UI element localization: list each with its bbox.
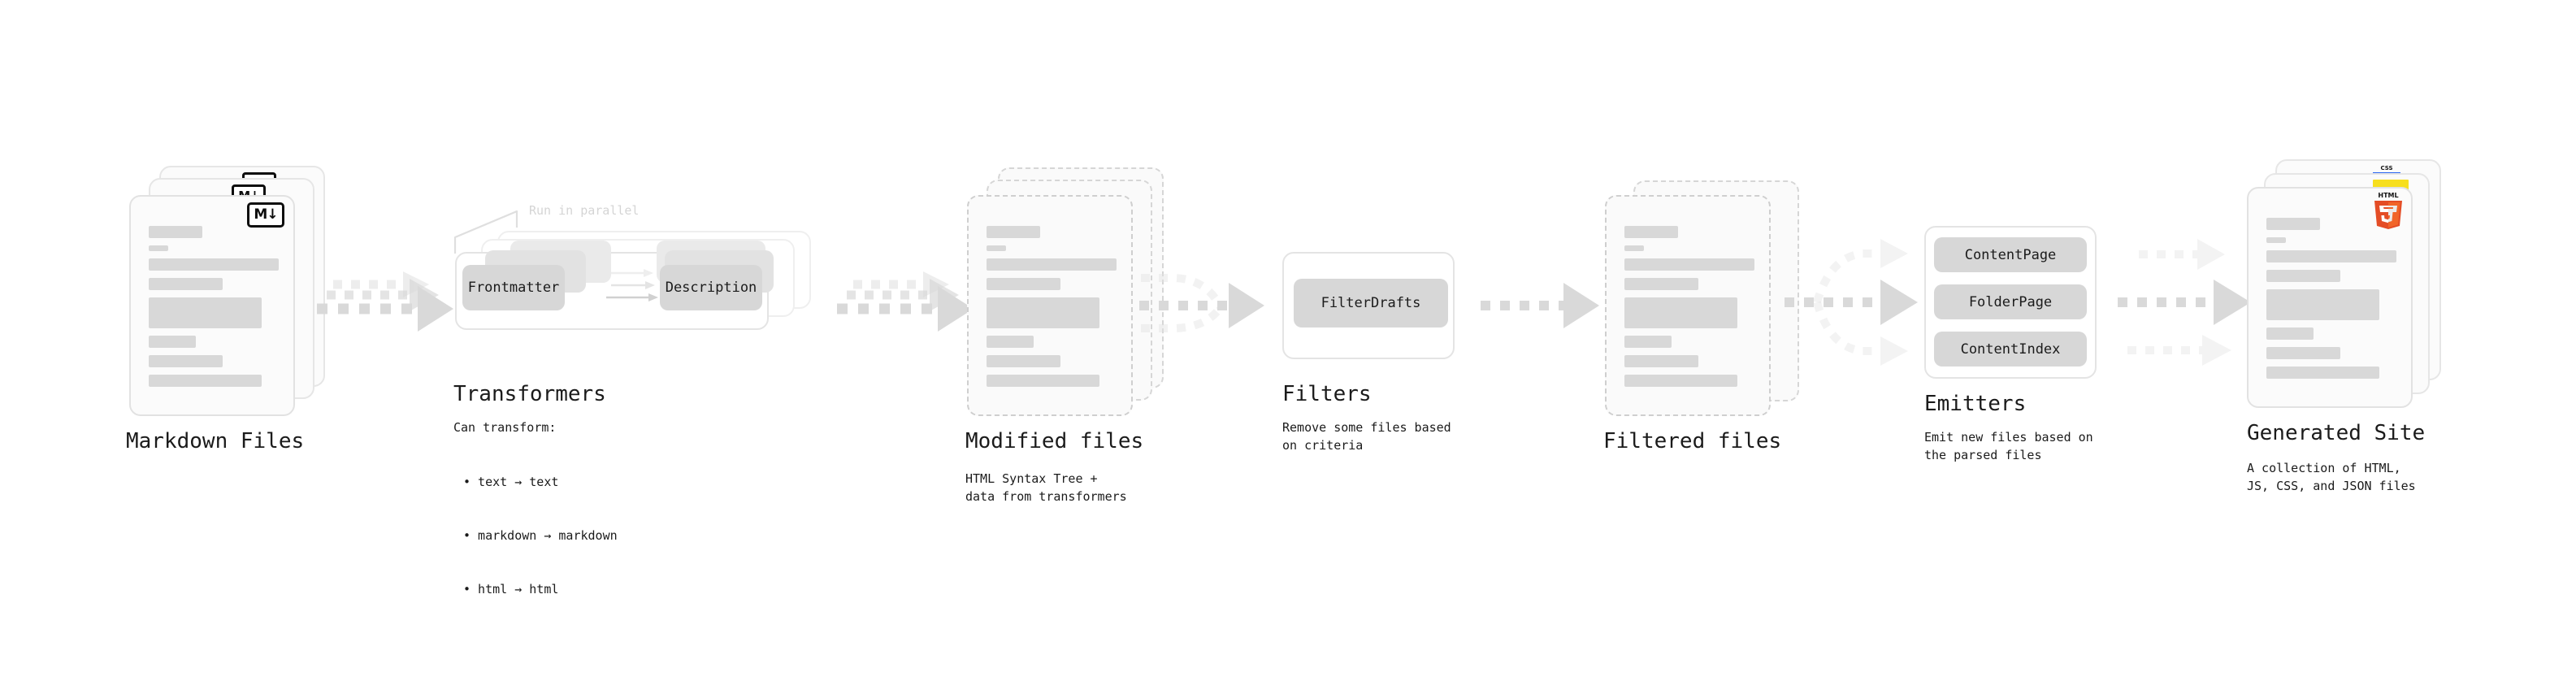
content-bar (2266, 250, 2396, 262)
stage-title-filters: Filters (1282, 382, 1372, 406)
markdown-logo-icon: M↓ (247, 202, 284, 228)
transformer-inner-arrows (606, 267, 676, 315)
emitter-chip-contentpage[interactable]: ContentPage (1934, 237, 2087, 272)
stage-title-modified-files: Modified files (965, 429, 1144, 453)
transformer-chip-label: Description (665, 280, 757, 296)
transformer-chip-description[interactable]: Description (660, 265, 762, 310)
file-content-lines (149, 226, 279, 387)
content-bar (149, 355, 223, 367)
file-content-lines (1624, 226, 1754, 387)
stage-title-generated-site: Generated Site (2247, 421, 2426, 445)
content-bar (1624, 258, 1754, 271)
content-bar (987, 375, 1100, 387)
transformer-chip-frontmatter[interactable]: Frontmatter (462, 265, 565, 310)
emitter-chip-contentindex[interactable]: ContentIndex (1934, 332, 2087, 367)
transformer-chip-label: Frontmatter (467, 280, 560, 296)
file-card-front (2247, 187, 2413, 408)
content-bar (2266, 367, 2380, 379)
content-bar (2266, 327, 2314, 340)
content-bar (2266, 237, 2286, 243)
content-bar (2266, 289, 2380, 320)
file-card-front (129, 195, 295, 416)
content-bar (1624, 278, 1699, 290)
emitter-chip-folderpage[interactable]: FolderPage (1934, 284, 2087, 319)
css-logo-text: CSS (2380, 165, 2393, 171)
content-bar (1624, 375, 1738, 387)
content-bar (1624, 336, 1672, 348)
emitter-chip-label: ContentIndex (1960, 340, 2061, 358)
stage-title-markdown-files: Markdown Files (126, 429, 305, 453)
file-card-front (967, 195, 1133, 416)
stage-subtitle-filters: Remove some files based on criteria (1282, 420, 1451, 453)
emitter-chip-label: ContentPage (1964, 246, 2057, 263)
content-bar (1624, 355, 1699, 367)
stage-subtitle-emitters: Emit new files based on the parsed files (1924, 430, 2093, 462)
content-bar (987, 297, 1100, 328)
content-bar (1624, 297, 1738, 328)
stage-title-filtered-files: Filtered files (1603, 429, 1782, 453)
stage-subtitle-transformers: Can transform: (453, 420, 557, 435)
filter-chip-label: FilterDrafts (1321, 295, 1421, 311)
file-content-lines (987, 226, 1117, 387)
connector-filtered-to-emitters (1778, 228, 1932, 382)
connector-transformers-to-modified (829, 268, 991, 358)
run-in-parallel-label: Run in parallel (529, 203, 640, 218)
content-bar (149, 297, 262, 328)
content-bar (2266, 270, 2341, 282)
html5-logo-word: HTML (2378, 192, 2398, 199)
emitter-chip-label: FolderPage (1968, 293, 2053, 310)
bullet-item: • text → text (463, 475, 559, 489)
connector-modified-to-filters (1139, 260, 1286, 366)
content-bar (149, 258, 279, 271)
content-bar (1624, 245, 1644, 251)
stage-subtitle-modified-files: HTML Syntax Tree + data from transformer… (965, 471, 1127, 504)
content-bar (987, 355, 1061, 367)
run-in-parallel-bracket (453, 203, 559, 254)
content-bar (987, 258, 1117, 271)
transformers-bullet-list: • text → text • markdown → markdown • ht… (463, 437, 618, 634)
content-bar (149, 375, 262, 387)
connector-emitters-to-site (2111, 228, 2266, 382)
html5-logo-icon: HTML (2370, 190, 2406, 231)
connector-filters-to-filtered (1481, 283, 1611, 343)
content-bar (1624, 226, 1678, 238)
bullet-item: • html → html (463, 582, 559, 596)
content-bar (987, 278, 1061, 290)
bullet-item: • markdown → markdown (463, 528, 618, 543)
file-content-lines (2266, 218, 2396, 379)
markdown-logo-text: M↓ (254, 206, 278, 223)
stage-subtitle-generated-site: A collection of HTML, JS, CSS, and JSON … (2247, 461, 2416, 493)
content-bar (149, 278, 223, 290)
content-bar (149, 226, 202, 238)
content-bar (149, 245, 168, 251)
filter-chip-filterdrafts[interactable]: FilterDrafts (1294, 279, 1448, 327)
content-bar (2266, 347, 2341, 359)
connector-markdown-to-transformers (309, 268, 471, 358)
content-bar (987, 336, 1034, 348)
content-bar (987, 245, 1006, 251)
file-card-front (1605, 195, 1771, 416)
content-bar (987, 226, 1040, 238)
content-bar (2266, 218, 2320, 230)
stage-title-emitters: Emitters (1924, 392, 2027, 416)
stage-title-transformers: Transformers (453, 382, 606, 406)
content-bar (149, 336, 196, 348)
